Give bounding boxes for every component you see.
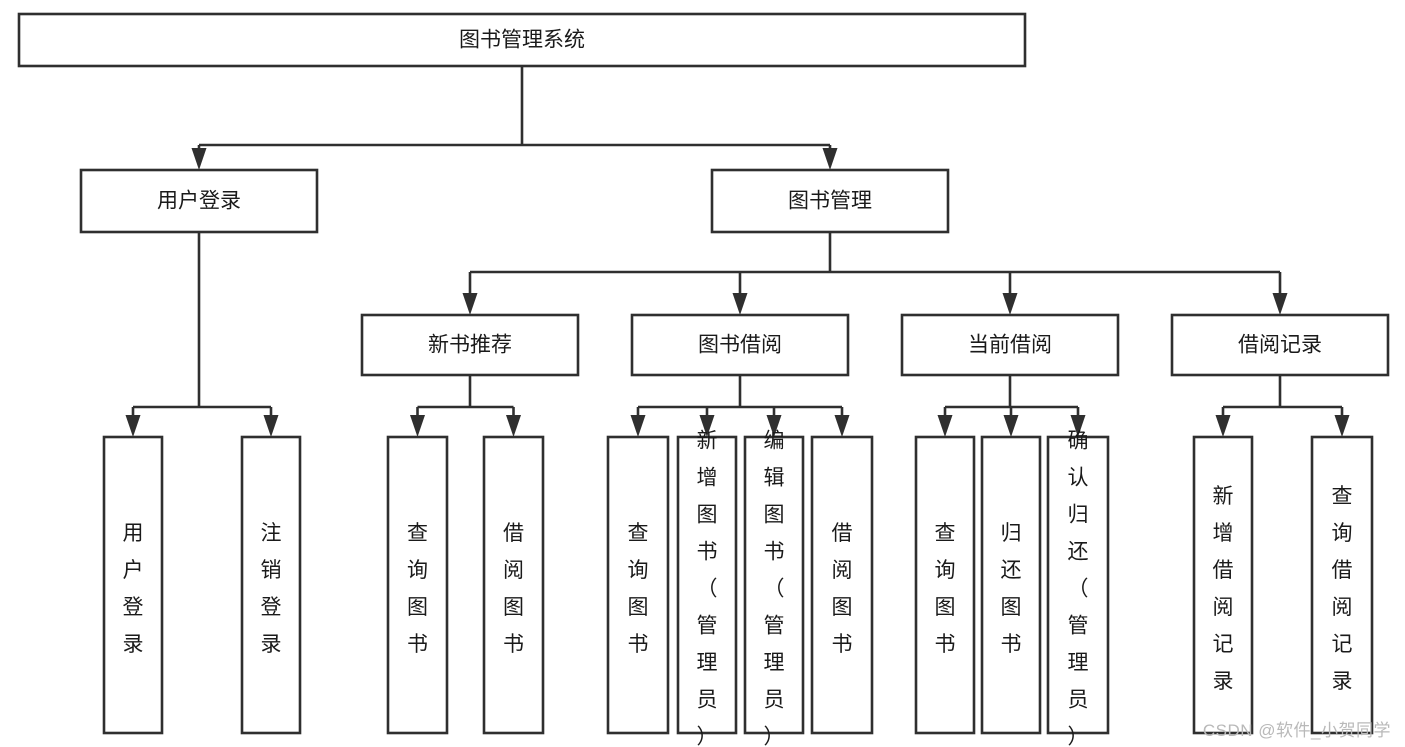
node-label-leaf_12: 查询借阅记录 [1332,485,1353,693]
node-label-leaf_9: 归还图书 [1001,522,1022,656]
node-layer: 图书管理系统用户登录图书管理新书推荐图书借阅当前借阅借阅记录用户登录注销登录查询… [17,12,1390,747]
node-box-l2_1[interactable] [710,168,950,234]
arrow-head-icon [462,293,478,315]
node-box-leaf_8[interactable] [914,435,976,735]
arrow-head-icon [1215,415,1231,437]
arrow-head-icon [125,415,141,437]
edge-group-l3_1 [630,375,850,437]
node-box-l3_3[interactable] [1170,313,1390,377]
edge-group-l2_1 [462,232,1288,315]
node-label-leaf_11: 新增借阅记录 [1213,485,1234,693]
arrow-head-icon [822,148,838,170]
arrow-head-icon [937,415,953,437]
node-l3_3[interactable]: 借阅记录 [1170,313,1390,377]
node-box-l3_0[interactable] [360,313,580,377]
node-leaf_7[interactable]: 借阅图书 [810,435,874,735]
arrow-head-icon [1334,415,1350,437]
node-leaf_6[interactable]: 编辑图书（管理员） [743,429,805,747]
node-leaf_8[interactable]: 查询图书 [914,435,976,735]
node-box-leaf_11[interactable] [1192,435,1254,735]
node-l2_1[interactable]: 图书管理 [710,168,950,234]
node-box-leaf_6[interactable] [743,435,805,735]
node-leaf_2[interactable]: 查询图书 [386,435,449,735]
arrow-head-icon [410,415,425,437]
arrow-head-icon [630,415,646,437]
node-label-l3_2: 当前借阅 [968,334,1052,357]
node-leaf_1[interactable]: 注销登录 [240,435,302,735]
node-box-root[interactable] [17,12,1027,68]
edge-group-l3_2 [937,375,1086,437]
node-l3_1[interactable]: 图书借阅 [630,313,850,377]
arrow-head-icon [1002,293,1018,315]
arrow-head-icon [1003,415,1019,437]
node-label-leaf_1: 注销登录 [261,522,282,656]
node-label-l3_0: 新书推荐 [428,334,512,357]
arrow-head-icon [263,415,279,437]
node-label-leaf_3: 借阅图书 [503,522,524,656]
node-label-leaf_2: 查询图书 [407,522,428,656]
node-l3_2[interactable]: 当前借阅 [900,313,1120,377]
arrow-head-icon [1272,293,1288,315]
node-label-leaf_5: 新增图书（管理员） [697,429,718,747]
node-label-l2_0: 用户登录 [157,190,241,213]
node-l2_0[interactable]: 用户登录 [79,168,319,234]
arrow-head-icon [506,415,521,437]
edge-group-root [191,66,838,170]
node-leaf_10[interactable]: 确认归还（管理员） [1046,429,1110,747]
edge-group-l3_3 [1215,375,1350,437]
edge-layer [125,66,1350,437]
node-leaf_5[interactable]: 新增图书（管理员） [676,429,738,747]
node-box-leaf_1[interactable] [240,435,302,735]
arrow-head-icon [1070,415,1086,437]
node-root[interactable]: 图书管理系统 [17,12,1027,68]
node-box-leaf_5[interactable] [676,435,738,735]
node-box-l3_2[interactable] [900,313,1120,377]
node-box-leaf_10[interactable] [1046,435,1110,735]
node-box-leaf_9[interactable] [980,435,1042,735]
node-leaf_9[interactable]: 归还图书 [980,435,1042,735]
node-label-root: 图书管理系统 [459,29,585,52]
edge-group-l2_0 [125,232,279,437]
arrow-head-icon [699,415,715,437]
arrow-head-icon [732,293,748,315]
node-box-leaf_4[interactable] [606,435,670,735]
node-l3_0[interactable]: 新书推荐 [360,313,580,377]
node-box-leaf_7[interactable] [810,435,874,735]
node-leaf_12[interactable]: 查询借阅记录 [1310,435,1374,735]
node-label-leaf_8: 查询图书 [935,522,956,656]
arrow-head-icon [191,148,207,170]
node-leaf_3[interactable]: 借阅图书 [482,435,545,735]
node-leaf_4[interactable]: 查询图书 [606,435,670,735]
node-label-l2_1: 图书管理 [788,190,872,213]
edge-group-l3_0 [410,375,521,437]
node-box-leaf_3[interactable] [482,435,545,735]
node-box-l2_0[interactable] [79,168,319,234]
node-label-leaf_10: 确认归还（管理员） [1068,429,1089,747]
node-label-l3_1: 图书借阅 [698,334,782,357]
node-box-l3_1[interactable] [630,313,850,377]
node-box-leaf_12[interactable] [1310,435,1374,735]
watermark-text: CSDN @软件_小贺同学 [1202,721,1391,740]
node-box-leaf_2[interactable] [386,435,449,735]
node-label-leaf_4: 查询图书 [628,522,649,656]
node-label-leaf_7: 借阅图书 [832,522,853,656]
node-box-leaf_0[interactable] [102,435,164,735]
node-label-leaf_6: 编辑图书（管理员） [764,429,785,747]
arrow-head-icon [766,415,782,437]
node-leaf_0[interactable]: 用户登录 [102,435,164,735]
node-label-l3_3: 借阅记录 [1238,334,1322,357]
node-label-leaf_0: 用户登录 [123,522,144,656]
arrow-head-icon [834,415,850,437]
node-leaf_11[interactable]: 新增借阅记录 [1192,435,1254,735]
